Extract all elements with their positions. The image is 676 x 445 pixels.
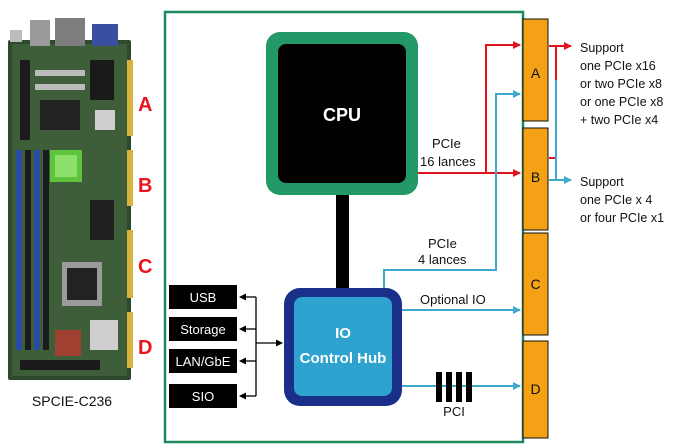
support-a-line-4: + two PCIe x4 bbox=[580, 113, 658, 127]
io-box-storage bbox=[169, 317, 237, 341]
support-a-line-1: one PCIe x16 bbox=[580, 59, 656, 73]
slot-b bbox=[522, 127, 549, 231]
io-label-storage: Storage bbox=[180, 322, 226, 337]
pci-label: PCI bbox=[443, 404, 465, 419]
board-model-label: SPCIE-C236 bbox=[32, 393, 112, 409]
motherboard-illustration bbox=[8, 18, 133, 380]
io-box-lan bbox=[169, 349, 237, 373]
slot-b-label: B bbox=[531, 169, 540, 185]
io-hub-label-line1: IO bbox=[335, 325, 351, 342]
slot-letter-c: C bbox=[138, 256, 152, 278]
support-a-line-3: or one PCIe x8 bbox=[580, 95, 663, 109]
hub-pcie-label-line2: 4 lances bbox=[418, 252, 467, 267]
cpu-hub-link bbox=[336, 195, 349, 290]
slot-a bbox=[522, 18, 549, 122]
slot-d bbox=[522, 340, 549, 439]
support-b-line-0: Support bbox=[580, 175, 624, 189]
io-label-lan: LAN/GbE bbox=[176, 354, 231, 369]
support-a-text: Support one PCIe x16 or two PCIe x8 or o… bbox=[580, 41, 663, 127]
support-b-line-2: or four PCIe x1 bbox=[580, 211, 664, 225]
cpu-pcie-label-line2: 16 lances bbox=[420, 154, 476, 169]
io-connectors bbox=[239, 293, 283, 400]
optional-io-label: Optional IO bbox=[420, 292, 486, 307]
cpu-label: CPU bbox=[323, 105, 361, 125]
slot-a-label: A bbox=[531, 65, 541, 81]
io-hub-inner bbox=[294, 297, 392, 396]
io-hub-label-line2: Control Hub bbox=[300, 350, 387, 367]
slot-c bbox=[522, 232, 549, 336]
slot-letter-a: A bbox=[138, 94, 152, 116]
hub-pcie-label-line1: PCIe bbox=[428, 236, 457, 251]
io-box-usb bbox=[169, 285, 237, 309]
slot-c-label: C bbox=[530, 276, 540, 292]
io-box-sio bbox=[169, 384, 237, 408]
cpu-pcie-label-line1: PCIe bbox=[432, 136, 461, 151]
support-b-text: Support one PCIe x 4 or four PCIe x1 bbox=[580, 175, 664, 225]
cpu-block-inner bbox=[278, 44, 406, 183]
pci-bus-icon bbox=[436, 372, 472, 402]
io-label-sio: SIO bbox=[192, 389, 214, 404]
support-a-line-2: or two PCIe x8 bbox=[580, 77, 662, 91]
support-a-line-0: Support bbox=[580, 41, 624, 55]
slot-letter-d: D bbox=[138, 337, 152, 359]
slot-d-label: D bbox=[530, 381, 540, 397]
io-label-usb: USB bbox=[190, 290, 217, 305]
slot-letter-b: B bbox=[138, 175, 152, 197]
support-b-line-1: one PCIe x 4 bbox=[580, 193, 652, 207]
